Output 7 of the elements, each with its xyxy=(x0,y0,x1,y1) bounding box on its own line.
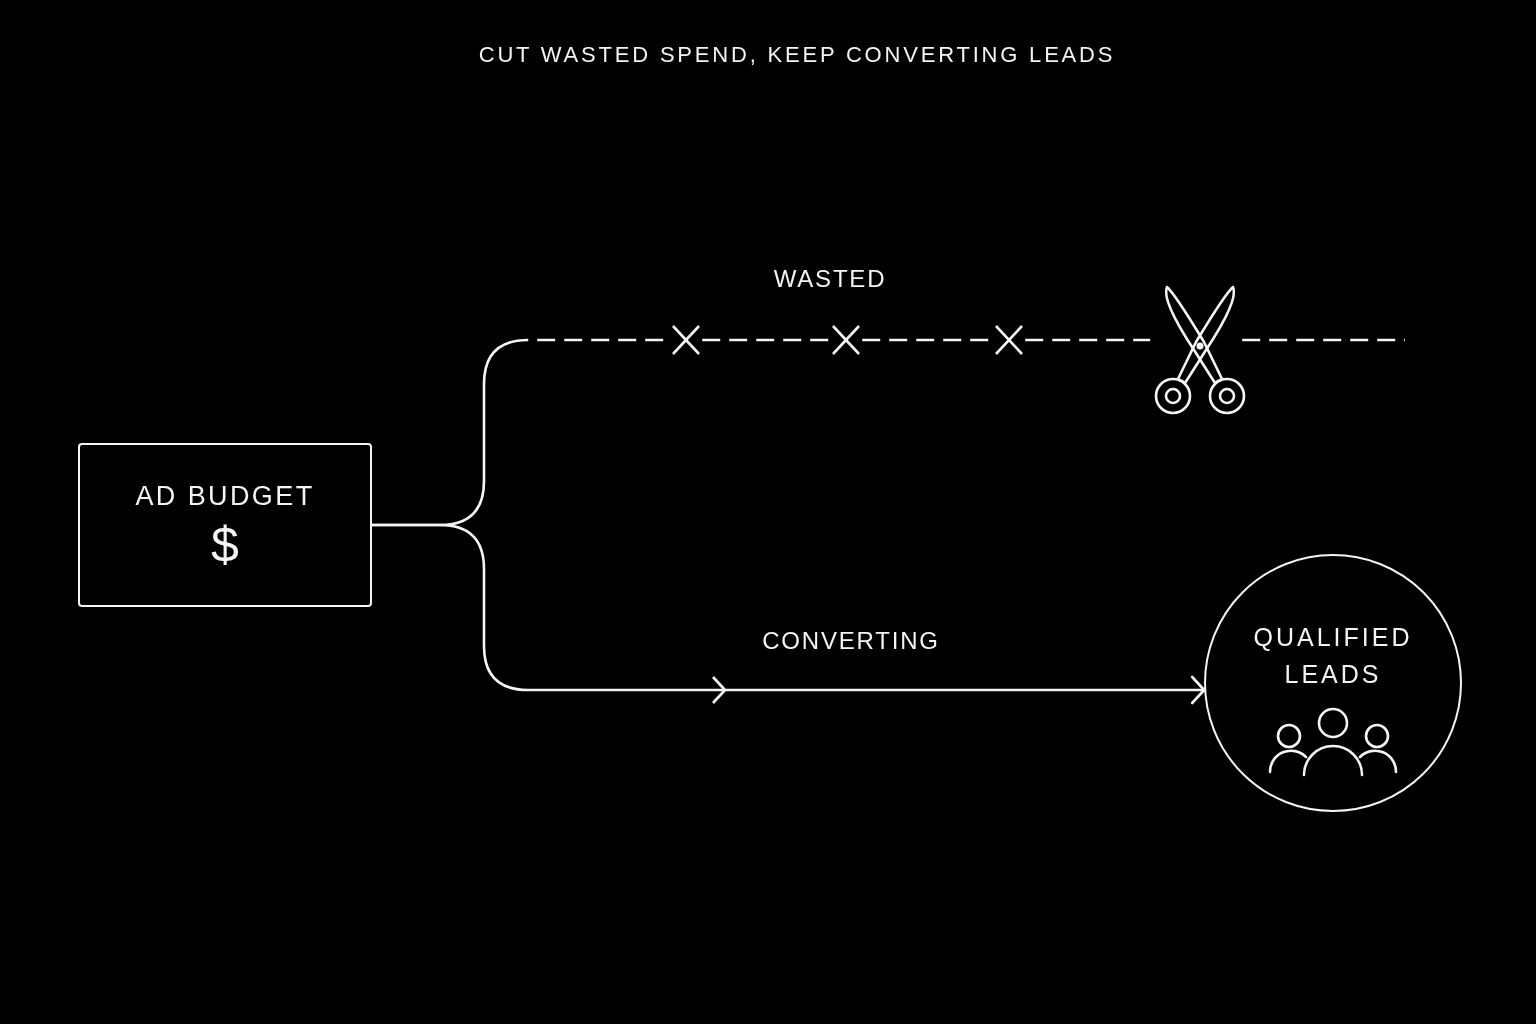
circle-node xyxy=(1204,554,1462,812)
title: CUT WASTED SPEND, KEEP CONVERTING LEADS xyxy=(478,41,1116,69)
process-box xyxy=(78,443,372,607)
arrow xyxy=(370,523,1206,705)
dollar-sign: $ xyxy=(211,519,239,571)
node-label: AD BUDGET xyxy=(135,480,315,513)
node-label: QUALIFIED LEADS xyxy=(1252,622,1414,690)
